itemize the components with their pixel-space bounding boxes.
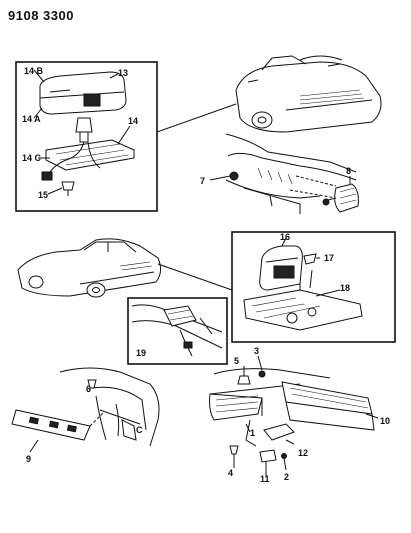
callout-7: 7 <box>200 176 205 186</box>
detail-box-19: 19 <box>127 297 228 365</box>
leader-line <box>157 263 233 291</box>
callout-17: 17 <box>324 253 334 263</box>
detail-box-top-left: 14 B 13 14 A 14 14 C 15 <box>15 61 158 212</box>
svg-text:C: C <box>136 425 143 435</box>
callout-4: 4 <box>228 468 233 478</box>
callout-5: 5 <box>234 356 239 366</box>
callout-14a: 14 A <box>22 114 41 124</box>
callout-19: 19 <box>136 348 146 358</box>
callout-14: 14 <box>128 116 138 126</box>
coupe-car-illustration <box>17 238 162 298</box>
callout-3: 3 <box>254 346 259 356</box>
tail-lamp-assembly: 5 3 1 10 12 4 11 2 <box>209 346 390 484</box>
callout-1: 1 <box>250 428 255 438</box>
detail-box-middle-right: 16 17 18 <box>231 231 396 343</box>
callout-15: 15 <box>38 190 48 200</box>
callout-18: 18 <box>340 283 350 293</box>
convertible-car-illustration <box>235 55 382 133</box>
callout-8: 8 <box>346 166 351 176</box>
callout-13: 13 <box>118 68 128 78</box>
callout-11: 11 <box>260 474 270 484</box>
trunk-rear-detail: 7 8 <box>200 133 359 214</box>
document-number: 9108 3300 <box>8 8 74 23</box>
leader-line <box>156 103 237 133</box>
callout-10: 10 <box>380 416 390 426</box>
callout-6: 6 <box>86 384 91 394</box>
callout-9: 9 <box>26 454 31 464</box>
callout-14c: 14 C <box>22 153 42 163</box>
rear-fender-detail: C 6 9 <box>11 367 160 464</box>
callout-2: 2 <box>284 472 289 482</box>
callout-12: 12 <box>298 448 308 458</box>
callout-16: 16 <box>280 232 290 242</box>
callout-14b: 14 B <box>24 66 44 76</box>
